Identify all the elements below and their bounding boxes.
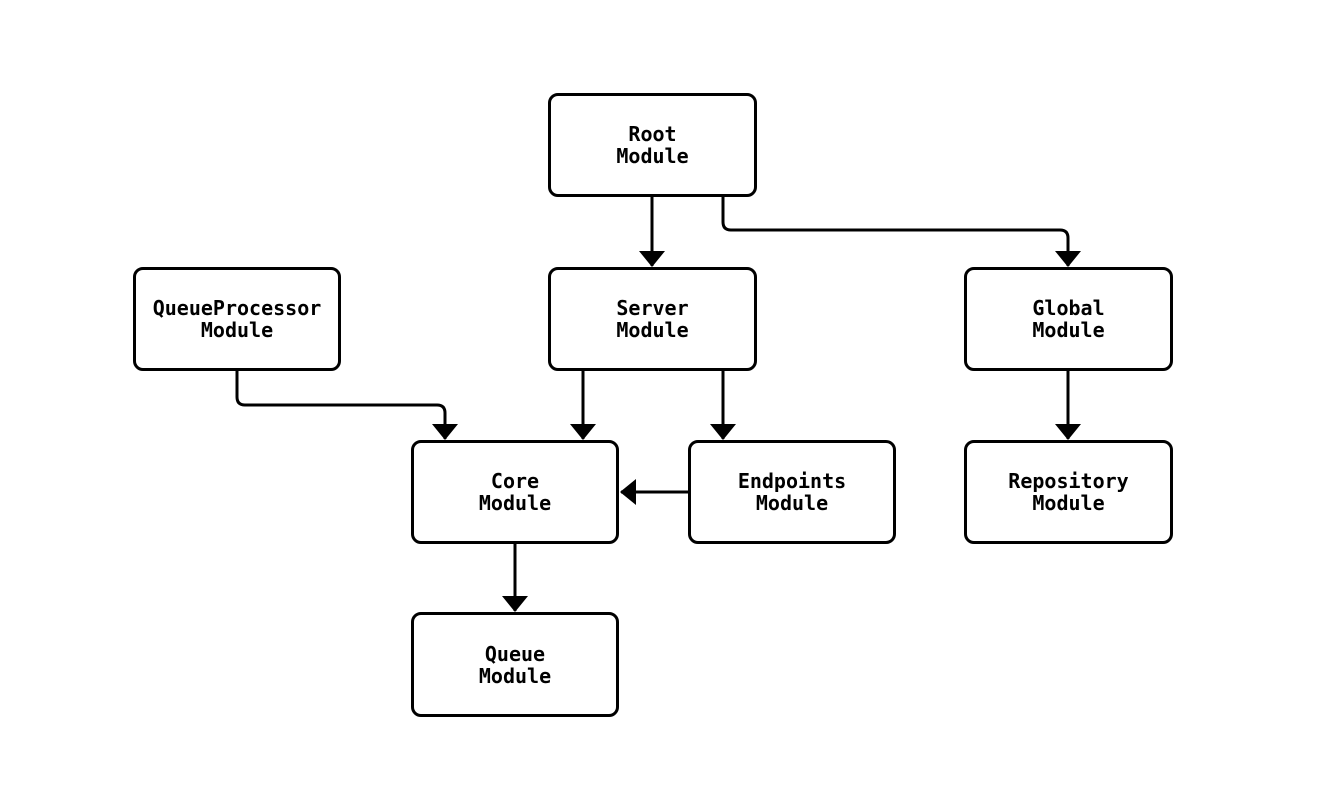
node-root-module: Root Module xyxy=(548,93,757,197)
node-endpoints-label-line1: Endpoints xyxy=(737,469,847,493)
node-queue-label-line1: Queue xyxy=(484,641,546,666)
node-core-label-line2: Module xyxy=(478,491,552,515)
node-queueprocessor-label-line1: QueueProcessor xyxy=(152,296,322,320)
node-core-label-line1: Core xyxy=(490,469,540,493)
node-queueprocessor-module: QueueProcessor Module xyxy=(133,267,341,371)
node-server-label-line2: Module xyxy=(616,318,689,342)
node-queue-label-line2: Module xyxy=(478,663,552,688)
node-repository-label-line2: Module xyxy=(1032,491,1105,515)
node-root-label-line1: Root xyxy=(628,122,677,146)
node-server-module: Server Module xyxy=(548,267,757,371)
node-global-label-line1: Global xyxy=(1032,296,1105,320)
node-queue-module: Queue Module xyxy=(411,612,619,717)
edge-root-to-global-arrow xyxy=(721,197,1081,267)
node-core-module: Core Module xyxy=(411,440,619,544)
node-endpoints-module: Endpoints Module xyxy=(688,440,896,544)
node-repository-module: Repository Module xyxy=(964,440,1173,544)
node-repository-label-line1: Repository xyxy=(1008,469,1129,493)
node-server-label-line1: Server xyxy=(616,296,689,320)
node-endpoints-label-line2: Module xyxy=(755,491,829,515)
node-queueprocessor-label-line2: Module xyxy=(200,318,274,342)
edge-queueprocessor-to-core-arrow xyxy=(235,371,458,440)
node-root-label-line2: Module xyxy=(616,144,689,168)
node-global-label-line2: Module xyxy=(1032,318,1105,342)
node-global-module: Global Module xyxy=(964,267,1173,371)
